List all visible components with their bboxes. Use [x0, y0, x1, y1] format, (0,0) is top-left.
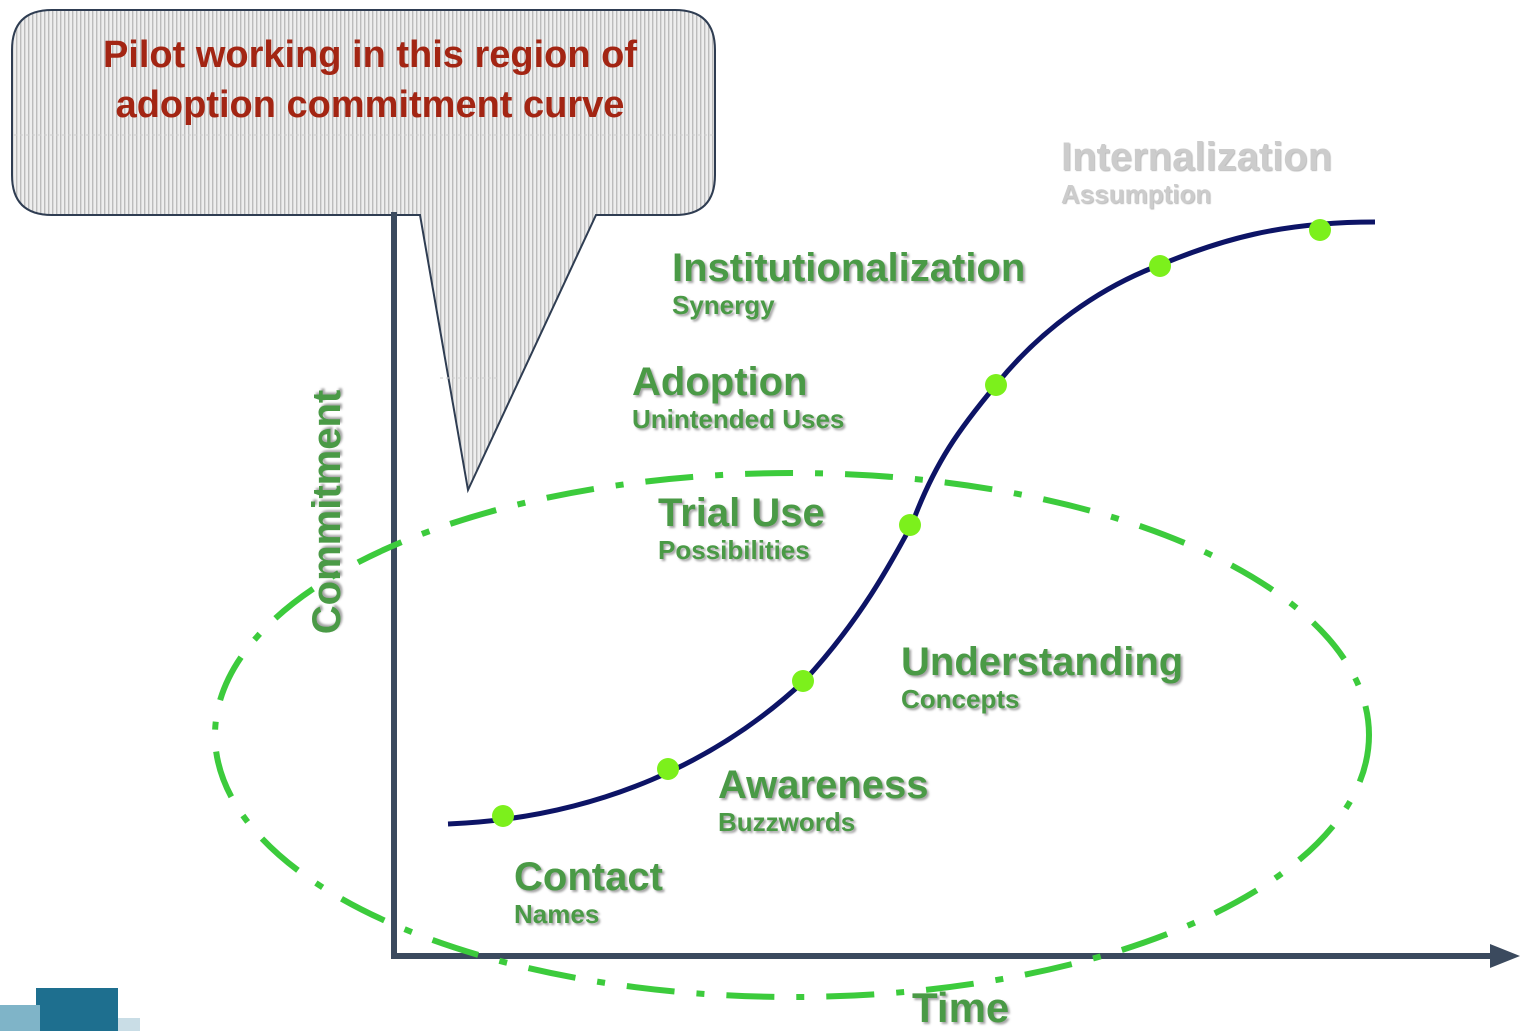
stage-title: Institutionalization	[672, 246, 1026, 290]
commitment-curve	[447, 219, 1376, 827]
stage-subtitle: Synergy	[672, 290, 775, 320]
axes	[391, 212, 1520, 968]
stage-contact: Contact Names	[514, 855, 663, 929]
logo-fragment	[0, 988, 140, 1031]
marker-understanding	[792, 670, 814, 692]
callout-text: Pilot working in this region of adoption…	[102, 34, 638, 126]
stage-title: Contact	[514, 855, 663, 899]
stage-subtitle: Assumption	[1061, 179, 1212, 209]
stage-subtitle: Possibilities	[658, 535, 810, 565]
pilot-region-ellipse	[212, 470, 1372, 1000]
stage-title: Understanding	[901, 640, 1184, 684]
x-axis-arrowhead	[1490, 944, 1520, 968]
stage-subtitle: Names	[514, 899, 600, 929]
stage-title: Adoption	[632, 360, 808, 404]
stage-adoption: Adoption Unintended Uses	[632, 360, 844, 434]
stage-understanding: Understanding Concepts	[901, 640, 1183, 714]
marker-awareness	[657, 758, 679, 780]
stage-subtitle: Buzzwords	[718, 807, 856, 837]
y-axis-label: Commitment	[305, 389, 349, 635]
stage-title: Internalization	[1061, 135, 1333, 179]
stage-title: Trial Use	[658, 491, 825, 535]
stage-institutionalization: Institutionalization Synergy	[672, 246, 1025, 320]
marker-adoption	[985, 374, 1007, 396]
stage-markers	[492, 219, 1331, 827]
marker-contact	[492, 805, 514, 827]
stage-trial-use: Trial Use Possibilities	[658, 491, 825, 565]
stage-awareness: Awareness Buzzwords	[718, 763, 929, 837]
x-axis-label: Time	[912, 984, 1010, 1031]
stage-subtitle: Unintended Uses	[632, 404, 845, 434]
marker-trial-use	[899, 514, 921, 536]
marker-institutionalization	[1149, 255, 1171, 277]
stage-title: Awareness	[718, 763, 929, 807]
marker-internalization	[1309, 219, 1331, 241]
callout-bubble	[11, 9, 716, 494]
stage-subtitle: Concepts	[901, 684, 1020, 714]
stage-internalization: Internalization Assumption	[1061, 135, 1332, 209]
